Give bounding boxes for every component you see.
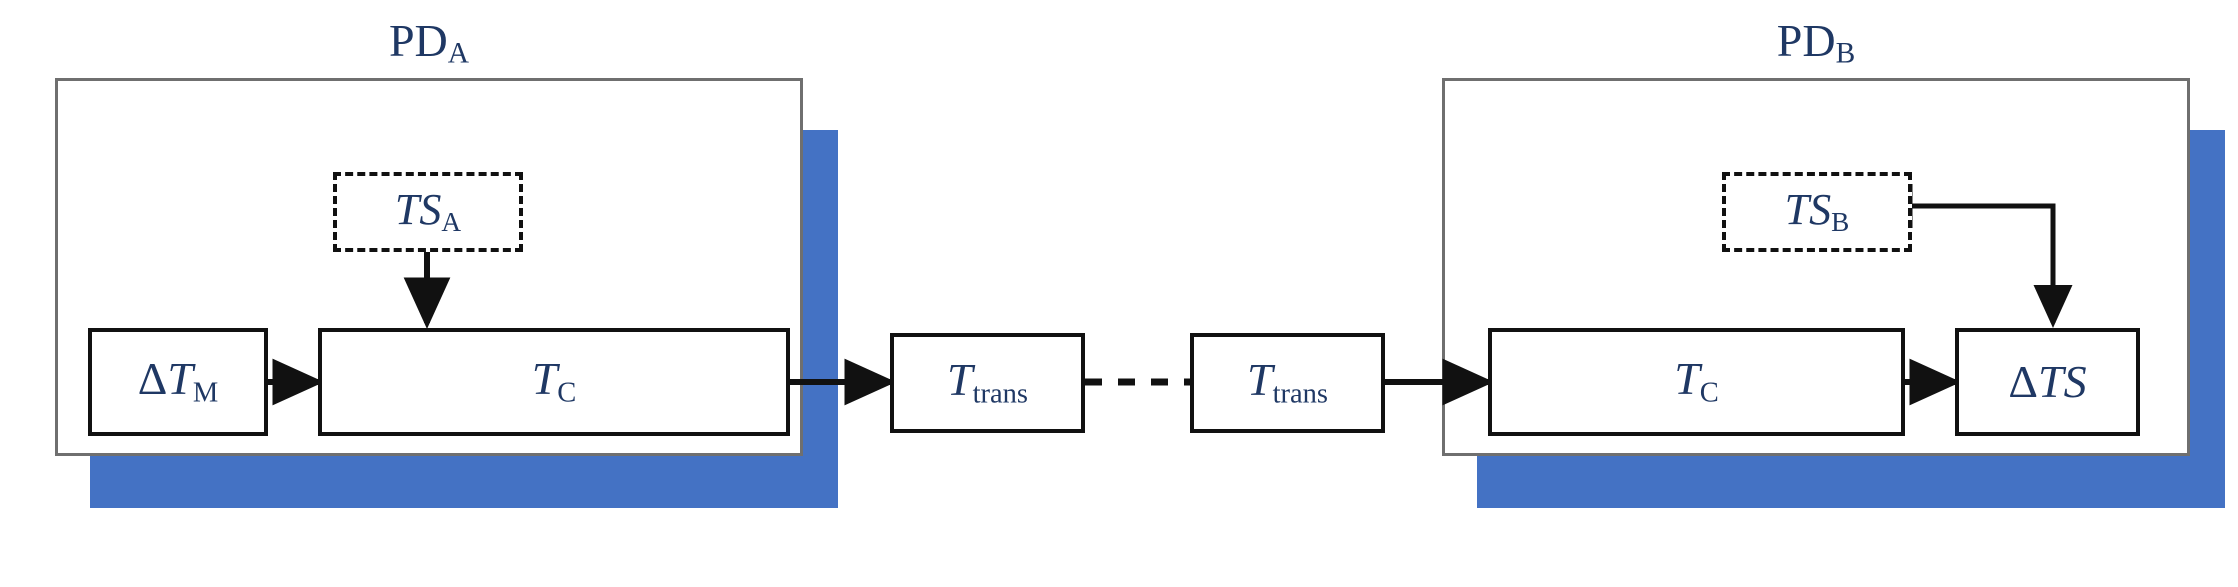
block-ts-a[interactable]: TSA xyxy=(333,172,523,252)
block-label-tc-b: TC xyxy=(1674,353,1719,409)
block-label-delta-ts: ΔTS xyxy=(2008,356,2087,407)
caption-sub-pd-a: A xyxy=(447,37,470,70)
caption-sub-pd-b: B xyxy=(1835,37,1856,70)
block-label-ts-b: TSB xyxy=(1784,184,1850,237)
block-label-t-trans-left: Ttrans xyxy=(946,354,1029,410)
panel-caption-pd-b: PDB xyxy=(1442,18,2190,69)
panel-caption-pd-a: PDA xyxy=(55,18,803,69)
block-label-t-trans-right: Ttrans xyxy=(1246,354,1329,410)
block-t-trans-right[interactable]: Ttrans xyxy=(1190,333,1385,433)
block-label-tc-a: TC xyxy=(531,353,577,409)
block-tc-b[interactable]: TC xyxy=(1488,328,1905,436)
block-label-delta-tm: ΔTM xyxy=(137,353,219,409)
block-delta-ts[interactable]: ΔTS xyxy=(1955,328,2140,436)
block-label-ts-a: TSA xyxy=(394,184,462,237)
caption-base-pd-a: PD xyxy=(388,15,448,66)
block-tc-a[interactable]: TC xyxy=(318,328,790,436)
caption-base-pd-b: PD xyxy=(1776,15,1836,66)
block-delta-tm[interactable]: ΔTM xyxy=(88,328,268,436)
block-ts-b[interactable]: TSB xyxy=(1722,172,1912,252)
block-t-trans-left[interactable]: Ttrans xyxy=(890,333,1085,433)
